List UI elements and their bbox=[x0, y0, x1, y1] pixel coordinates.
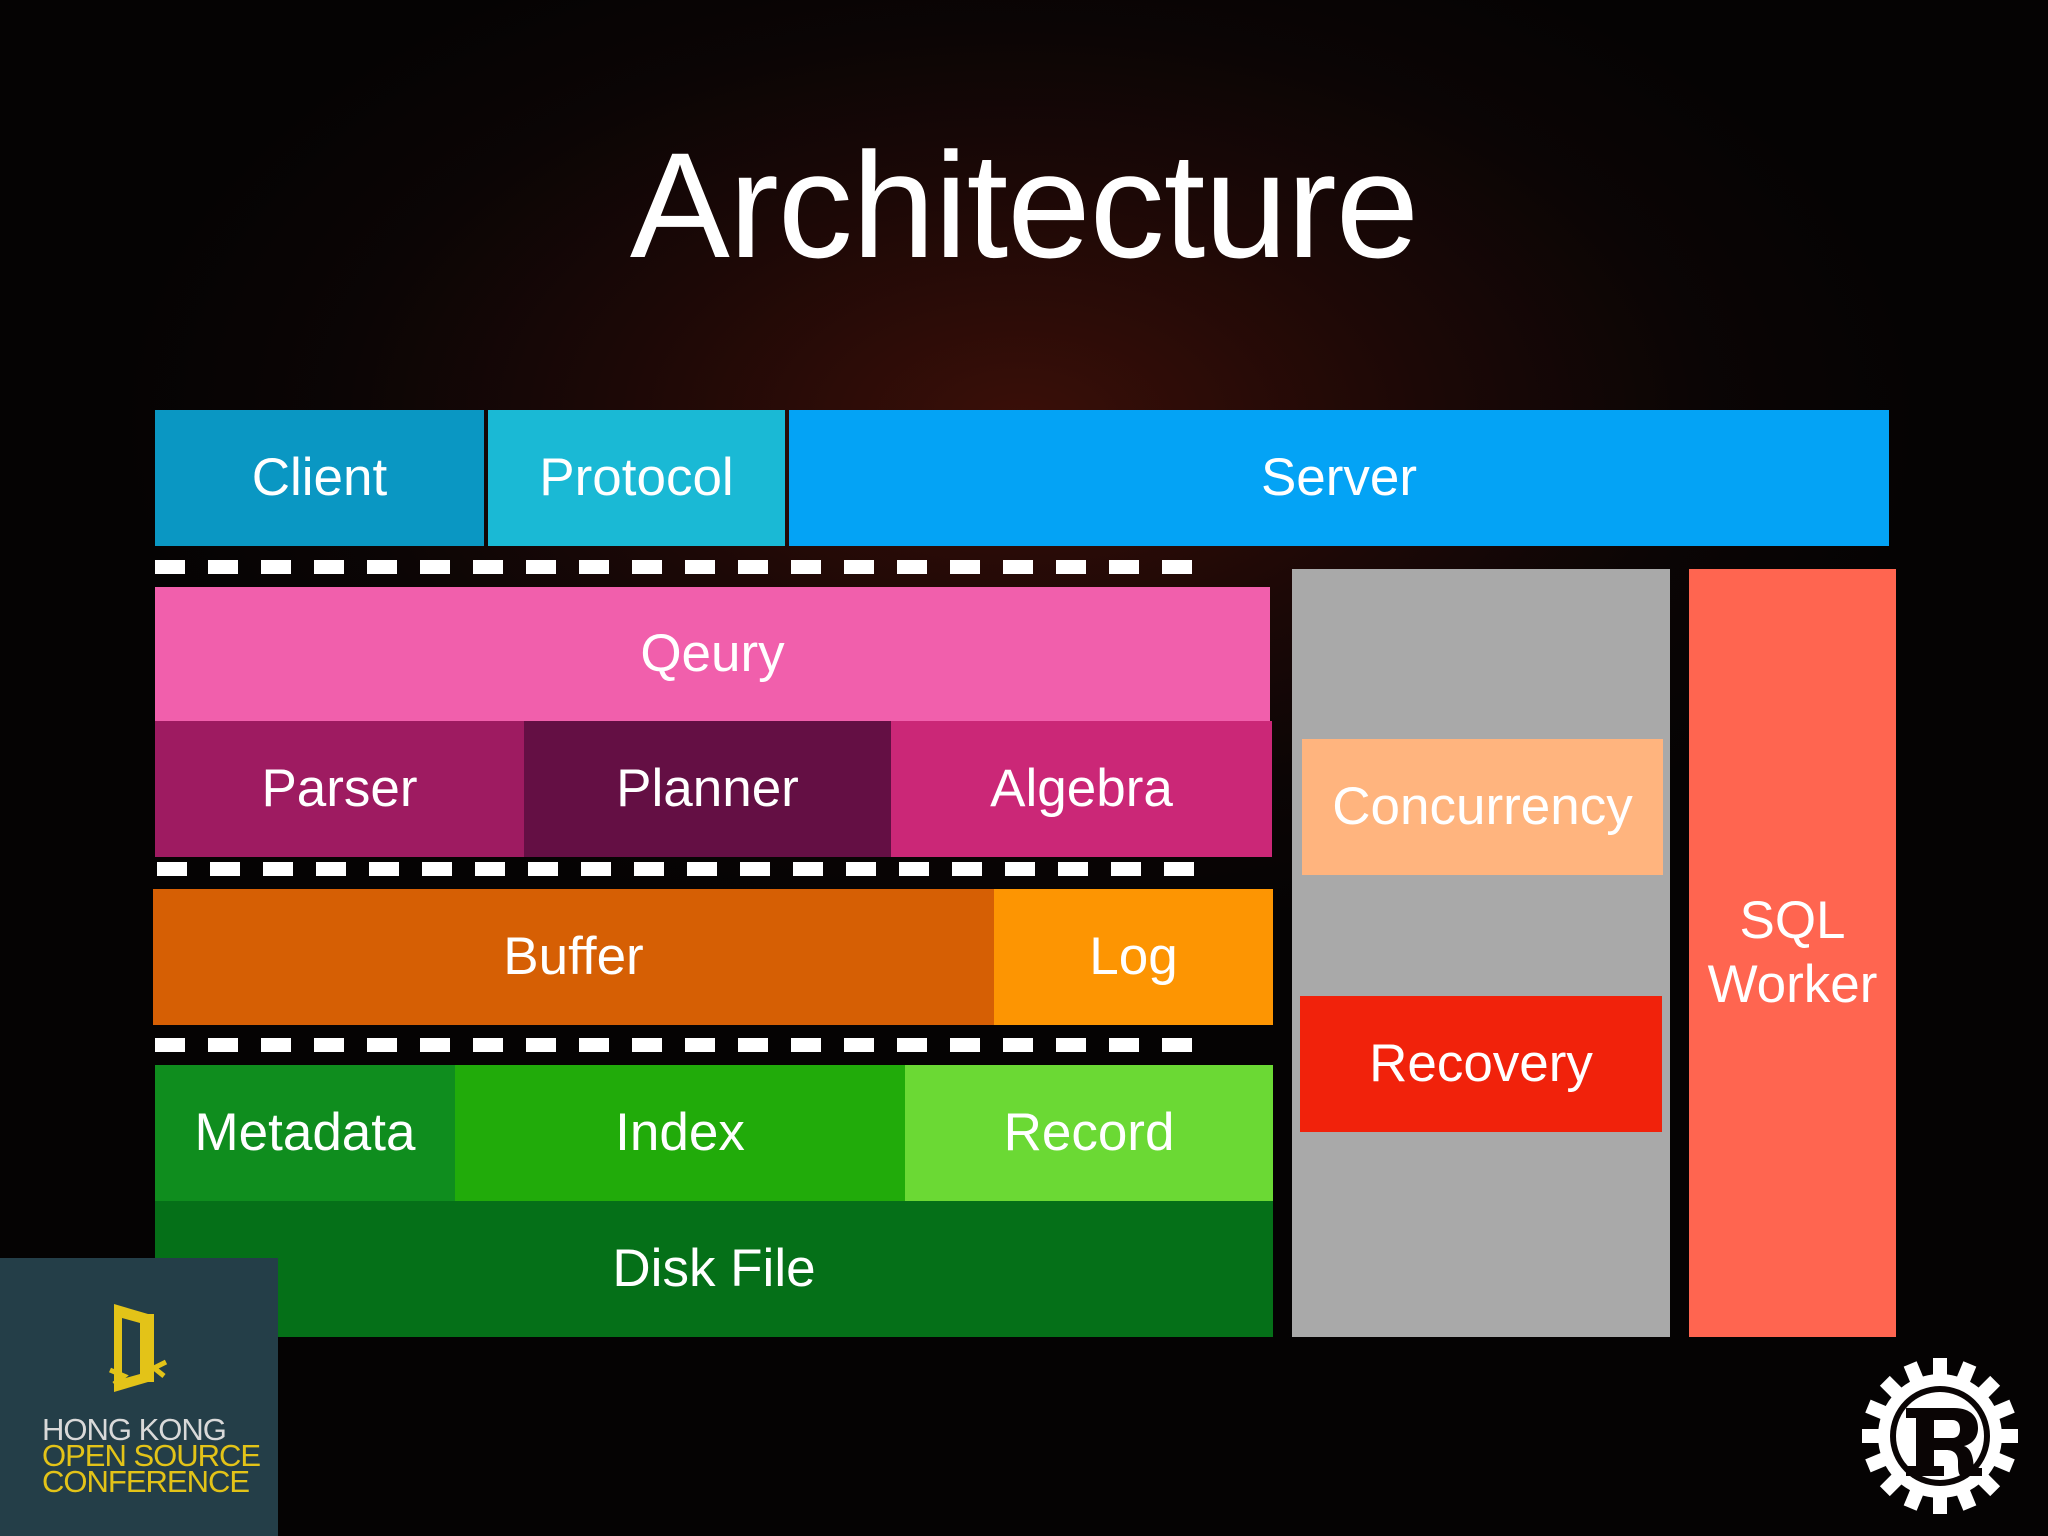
metadata-label: Metadata bbox=[194, 1103, 416, 1163]
query-label: Qeury bbox=[640, 624, 785, 684]
badge-line-3: CONFERENCE bbox=[42, 1464, 250, 1499]
sql-worker-block: SQL Worker bbox=[1689, 569, 1896, 1337]
parser-label: Parser bbox=[261, 759, 418, 819]
algebra-label: Algebra bbox=[990, 759, 1173, 819]
disk-file-label: Disk File bbox=[612, 1239, 816, 1299]
badge-line-1: HONG KONG bbox=[42, 1412, 227, 1447]
recovery-block: Recovery bbox=[1300, 996, 1662, 1132]
layer-separator bbox=[155, 560, 1192, 574]
log-block: Log bbox=[994, 889, 1273, 1025]
query-block: Qeury bbox=[155, 587, 1270, 721]
conference-badge bbox=[0, 1258, 278, 1536]
algebra-block: Algebra bbox=[891, 721, 1272, 857]
protocol-block: Protocol bbox=[488, 410, 785, 546]
buffer-block: Buffer bbox=[153, 889, 994, 1025]
client-block: Client bbox=[155, 410, 484, 546]
index-label: Index bbox=[615, 1103, 745, 1163]
layer-separator bbox=[155, 1038, 1192, 1052]
side-panel bbox=[1292, 569, 1670, 1337]
disk-file-block: Disk File bbox=[155, 1201, 1273, 1337]
server-label: Server bbox=[1260, 448, 1418, 508]
slide-title: Architecture bbox=[629, 121, 1419, 289]
record-block: Record bbox=[905, 1065, 1273, 1201]
concurrency-label: Concurrency bbox=[1332, 777, 1633, 837]
sql-worker-label-line1: SQL bbox=[1739, 891, 1846, 951]
badge-line-2: OPEN SOURCE bbox=[42, 1438, 261, 1473]
sql-worker-label-line2: Worker bbox=[1707, 955, 1878, 1014]
metadata-block: Metadata bbox=[155, 1065, 455, 1201]
recovery-label: Recovery bbox=[1369, 1034, 1593, 1094]
log-label: Log bbox=[1089, 927, 1178, 987]
client-label: Client bbox=[251, 448, 388, 508]
door-icon bbox=[109, 1304, 168, 1392]
server-block: Server bbox=[789, 410, 1889, 546]
protocol-label: Protocol bbox=[539, 448, 734, 508]
planner-block: Planner bbox=[524, 721, 891, 857]
rust-logo-icon bbox=[1862, 1358, 2018, 1514]
planner-label: Planner bbox=[616, 759, 799, 819]
record-label: Record bbox=[1003, 1103, 1175, 1163]
parser-block: Parser bbox=[155, 721, 524, 857]
concurrency-block: Concurrency bbox=[1302, 739, 1663, 875]
index-block: Index bbox=[455, 1065, 905, 1201]
buffer-label: Buffer bbox=[503, 927, 644, 987]
layer-separator bbox=[157, 862, 1194, 876]
